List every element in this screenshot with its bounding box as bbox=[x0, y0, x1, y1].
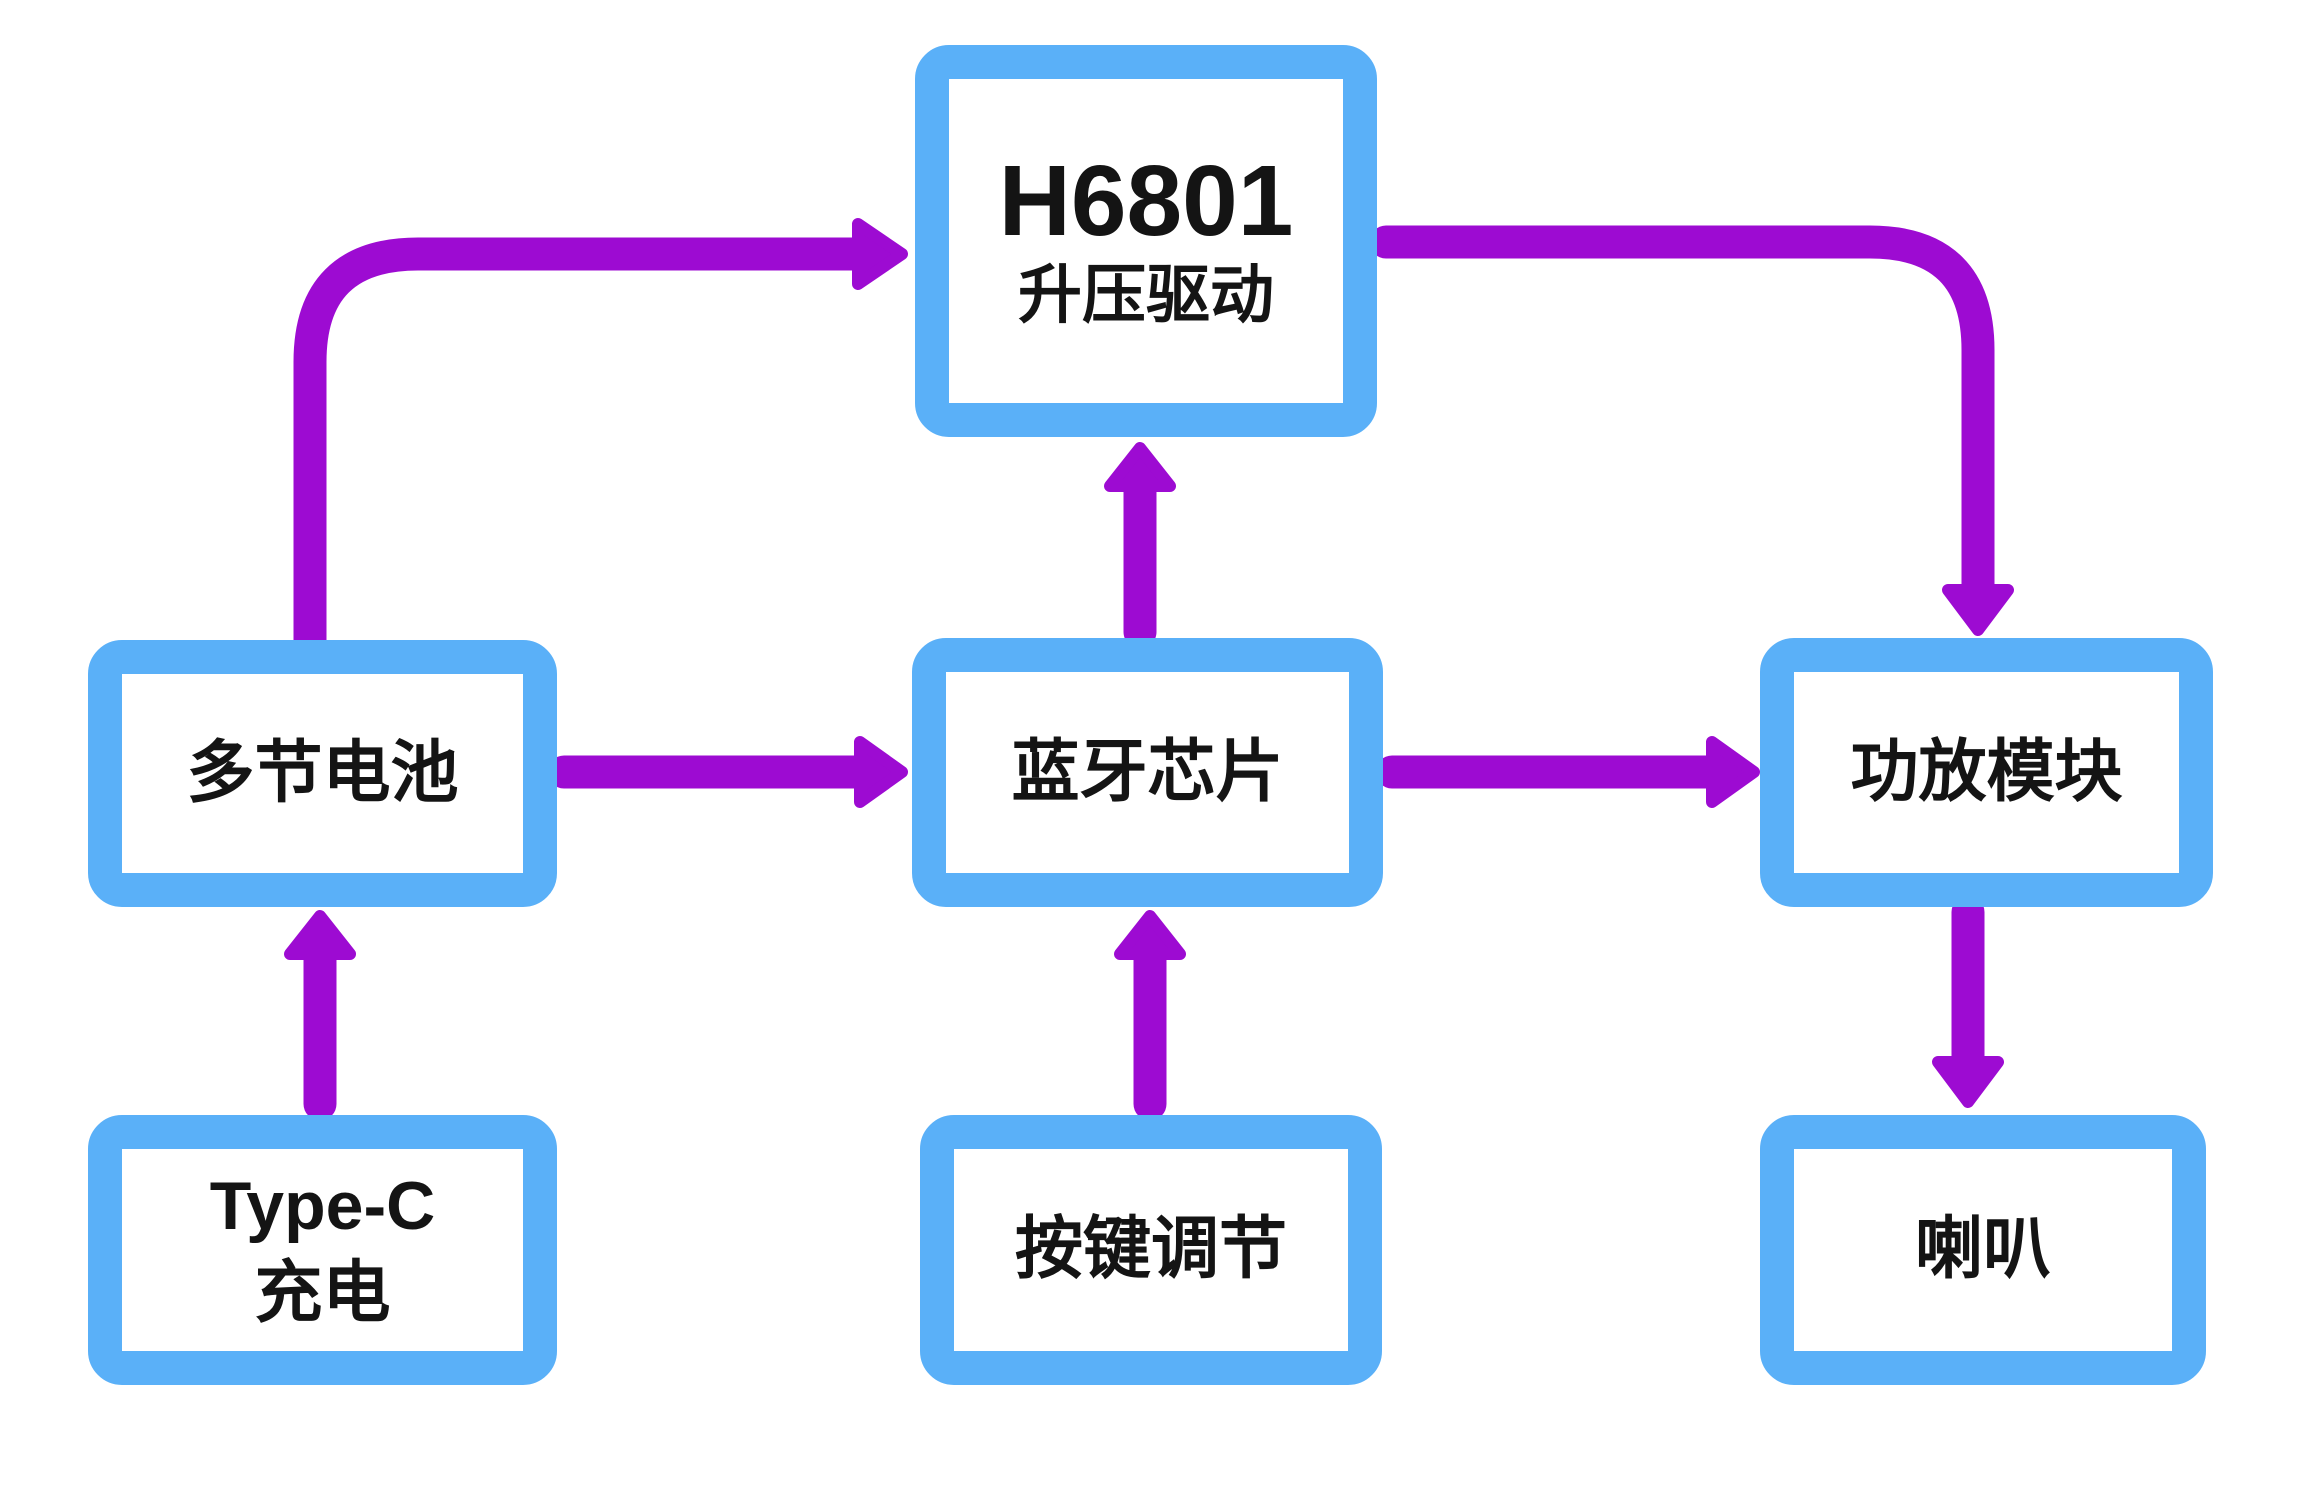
node-battery: 多节电池 bbox=[88, 640, 557, 907]
node-typec-line2: 充电 bbox=[254, 1255, 391, 1331]
node-h6801: H6801 升压驱动 bbox=[915, 45, 1377, 437]
node-bluetooth-label: 蓝牙芯片 bbox=[1011, 733, 1284, 810]
node-speaker-label: 喇叭 bbox=[1914, 1211, 2051, 1288]
node-bluetooth: 蓝牙芯片 bbox=[912, 638, 1383, 907]
arrow-bluetooth-to-h6801 bbox=[1104, 442, 1176, 649]
arrow-battery-to-bluetooth bbox=[547, 736, 908, 808]
arrow-typec-to-battery bbox=[284, 910, 356, 1121]
node-buttons-label: 按键调节 bbox=[1014, 1211, 1287, 1288]
arrow-h6801-to-amplifier bbox=[1369, 225, 2014, 636]
node-typec: Type-C 充电 bbox=[88, 1115, 557, 1385]
arrow-amplifier-to-speaker bbox=[1932, 895, 2004, 1108]
node-amplifier-label: 功放模块 bbox=[1850, 733, 2123, 810]
node-amplifier: 功放模块 bbox=[1760, 638, 2213, 907]
node-buttons: 按键调节 bbox=[920, 1115, 1382, 1385]
node-h6801-subtitle: 升压驱动 bbox=[1018, 259, 1274, 331]
arrow-battery-to-h6801 bbox=[293, 218, 908, 663]
node-speaker: 喇叭 bbox=[1760, 1115, 2206, 1385]
node-battery-label: 多节电池 bbox=[186, 734, 459, 811]
node-h6801-title: H6801 bbox=[998, 145, 1294, 257]
arrow-buttons-to-bluetooth bbox=[1114, 910, 1186, 1121]
node-typec-line1: Type-C bbox=[209, 1167, 436, 1244]
arrow-bluetooth-to-amplifier bbox=[1375, 736, 1760, 808]
